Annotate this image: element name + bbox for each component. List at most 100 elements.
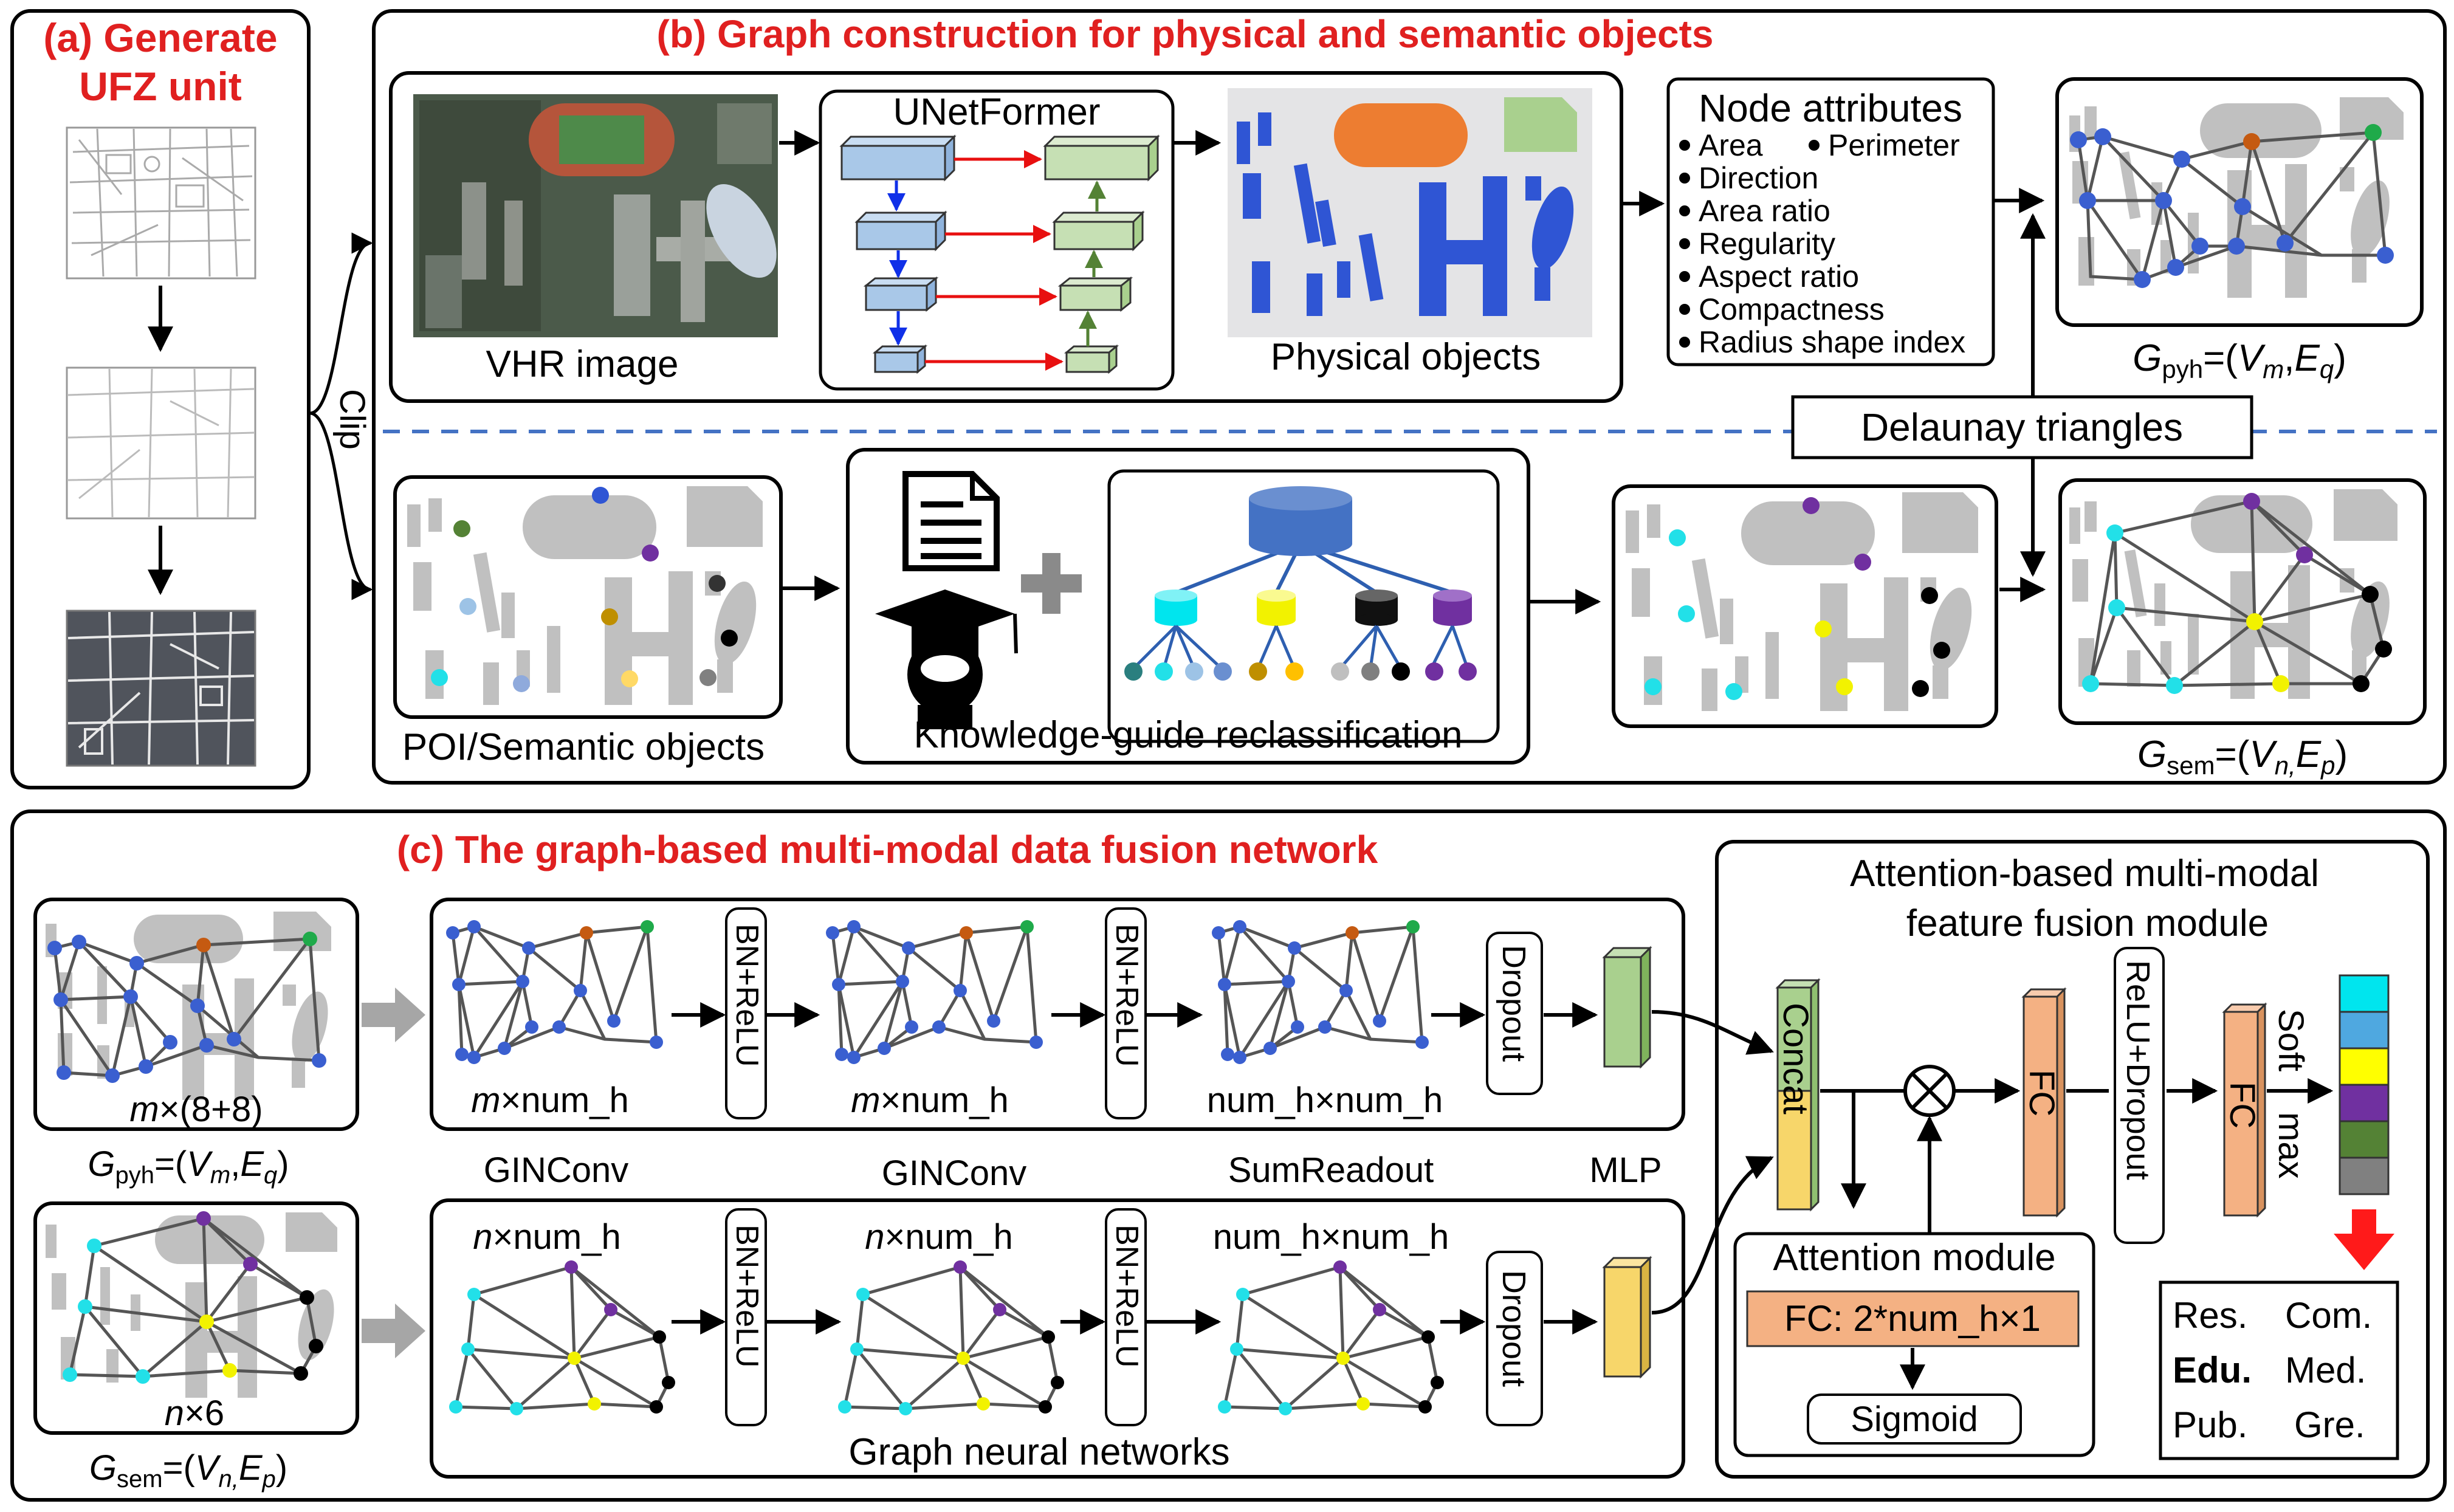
- bn-relu-top-2: BN+ReLU: [1051, 907, 1203, 1119]
- node-attr-area: Area: [1699, 128, 1763, 162]
- sigmoid-box: [1807, 1393, 2022, 1445]
- svg-text:BN+ReLU: BN+ReLU: [1109, 924, 1144, 1067]
- svg-text:BN+ReLU: BN+ReLU: [1109, 1225, 1144, 1368]
- gnn-bottom-frame: [430, 1198, 1685, 1479]
- node-attr-aspect-ratio: Aspect ratio: [1699, 259, 1859, 294]
- relu-dropout-box: ReLU+Dropout: [2114, 947, 2165, 1244]
- panel-b-frame: [372, 9, 2447, 785]
- gray-arrow-bottom: [362, 1304, 425, 1358]
- poi-label: POI/Semantic objects: [402, 726, 765, 768]
- g-sem-top-label: Gsem=(Vn,Ep): [2137, 734, 2348, 780]
- panel-c-title: (c) The graph-based multi-modal data fus…: [397, 828, 1378, 871]
- mlp-top-block: [1602, 946, 1652, 1069]
- physical-objects-map: [1228, 88, 1592, 337]
- node-attr-direction: Direction: [1699, 161, 1818, 195]
- graph-sem-top: [2058, 478, 2427, 725]
- gnn-top-graph-3: [1212, 920, 1429, 1064]
- graph-sem-small: n×6: [33, 1201, 359, 1435]
- panel-a-title-1: (a) Generate: [43, 15, 277, 60]
- connector-bottom-concat: [1651, 1156, 1774, 1314]
- top-dim-1: m×num_h: [471, 1081, 629, 1120]
- dropout-top: Dropout: [1431, 932, 1598, 1095]
- ufz-map-blocks: [66, 366, 256, 520]
- top-dim-3: num_h×num_h: [1207, 1081, 1443, 1120]
- fusion-title-2: feature fusion module: [1906, 902, 2269, 944]
- node-attr-compactness: Compactness: [1699, 292, 1885, 326]
- svg-text:ReLU+Dropout: ReLU+Dropout: [2120, 960, 2156, 1180]
- ufz-map-units: [66, 610, 256, 767]
- node-attr-perimeter: Perimeter: [1828, 128, 1960, 162]
- svg-text:BN+ReLU: BN+ReLU: [729, 1225, 765, 1368]
- attention-module: Attention module FC: 2*num_h×1 Sigmoid: [1733, 1232, 2095, 1457]
- layer-label-ginconv-2: GINConv: [882, 1153, 1027, 1193]
- panel-a-frame: [10, 9, 311, 789]
- fc-block-2: FC: [2222, 1002, 2267, 1218]
- panel-c: (c) The graph-based multi-modal data fus…: [10, 809, 2447, 1502]
- physical-label: Physical objects: [1271, 336, 1541, 378]
- node-attr-radius-shape-index: Radius shape index: [1699, 325, 1965, 359]
- softmax-output-bar: [2339, 974, 2390, 1195]
- unetformer-label: UNetFormer: [893, 91, 1100, 133]
- class-edu: Edu.: [2173, 1350, 2252, 1390]
- graph-pyh-top: [2055, 77, 2424, 327]
- gnn-bottom-graph-3: [1218, 1260, 1444, 1415]
- poi-map: [393, 475, 783, 719]
- layer-label-ginconv-1: GINConv: [484, 1150, 629, 1190]
- plus-icon: [1021, 553, 1082, 614]
- fusion-module: Attention-based multi-modal feature fusi…: [1715, 840, 2430, 1479]
- panel-c-frame: [10, 809, 2447, 1502]
- gray-arrow-top: [362, 988, 425, 1042]
- softmax-label-2: max: [2271, 1112, 2311, 1179]
- class-res: Res.: [2173, 1295, 2247, 1336]
- unetformer-block: UNetFormer: [819, 89, 1175, 391]
- gnn-top-graph-1-nodes: [446, 920, 663, 1064]
- m-dim-label: m×(8+8): [129, 1090, 263, 1129]
- multiply-icon: [1903, 1065, 1956, 1117]
- fusion-title-1: Attention-based multi-modal: [1850, 853, 2319, 895]
- panel-b-title: (b) Graph construction for physical and …: [657, 12, 1714, 56]
- vhr-label: VHR image: [486, 343, 679, 385]
- fc-attention-box: [1746, 1290, 2080, 1347]
- vhr-image: [413, 94, 778, 337]
- node-attr-title: Node attributes: [1699, 86, 1962, 130]
- panel-a-title-2: UFZ unit: [79, 64, 242, 109]
- softmax-label-1: Soft: [2271, 1009, 2311, 1071]
- root-node: [1249, 486, 1352, 556]
- bot-dim-3: num_h×num_h: [1213, 1217, 1449, 1257]
- attention-title: Attention module: [1773, 1237, 2055, 1279]
- g-sem-small-label: Gsem=(Vn,Ep): [89, 1448, 287, 1493]
- class-com: Com.: [2285, 1295, 2372, 1336]
- clip-connector: Clip: [309, 232, 373, 600]
- concat-block: Concat: [1775, 978, 1821, 1212]
- classes-box: Res. Com. Edu. Med. Pub. Gre.: [2159, 1280, 2399, 1460]
- gnn-top-graph-2: [826, 920, 1043, 1064]
- knowledge-block: Knowledge-guide reclassification: [846, 448, 1530, 765]
- class-gre: Gre.: [2294, 1404, 2365, 1445]
- delaunay-label: Delaunay triangles: [1861, 405, 2183, 449]
- bn-relu-bottom-1: BN+ReLU: [672, 1208, 842, 1426]
- svg-text:Dropout: Dropout: [1496, 945, 1532, 1062]
- svg-text:BN+ReLU: BN+ReLU: [729, 924, 765, 1067]
- class-med: Med.: [2285, 1350, 2366, 1390]
- class-pub: Pub.: [2173, 1404, 2247, 1445]
- clip-label: Clip: [332, 389, 372, 450]
- bn-relu-top-1: BN+ReLU: [672, 907, 820, 1119]
- bot-dim-1: n×num_h: [473, 1217, 620, 1257]
- node-attr-regularity: Regularity: [1699, 227, 1835, 261]
- n-dim-label: n×6: [165, 1393, 224, 1433]
- layer-label-sumreadout: SumReadout: [1228, 1150, 1434, 1190]
- gnn-bottom-graph-2: [838, 1260, 1064, 1415]
- fc-block-1: FC: [2021, 987, 2067, 1218]
- svg-text:Dropout: Dropout: [1496, 1270, 1532, 1387]
- delaunay-box: Delaunay triangles: [1791, 395, 2253, 459]
- gnn-label: Graph neural networks: [848, 1431, 1229, 1473]
- dropout-bottom: Dropout: [1440, 1251, 1598, 1426]
- mlp-bottom-block: [1602, 1256, 1652, 1379]
- class-hierarchy: [1107, 469, 1500, 743]
- red-down-arrow: [2334, 1209, 2394, 1270]
- fc-label-1: FC: [2022, 1070, 2061, 1116]
- knowledge-label: Knowledge-guide reclassification: [914, 714, 1463, 756]
- layer-label-mlp: MLP: [1589, 1150, 1662, 1190]
